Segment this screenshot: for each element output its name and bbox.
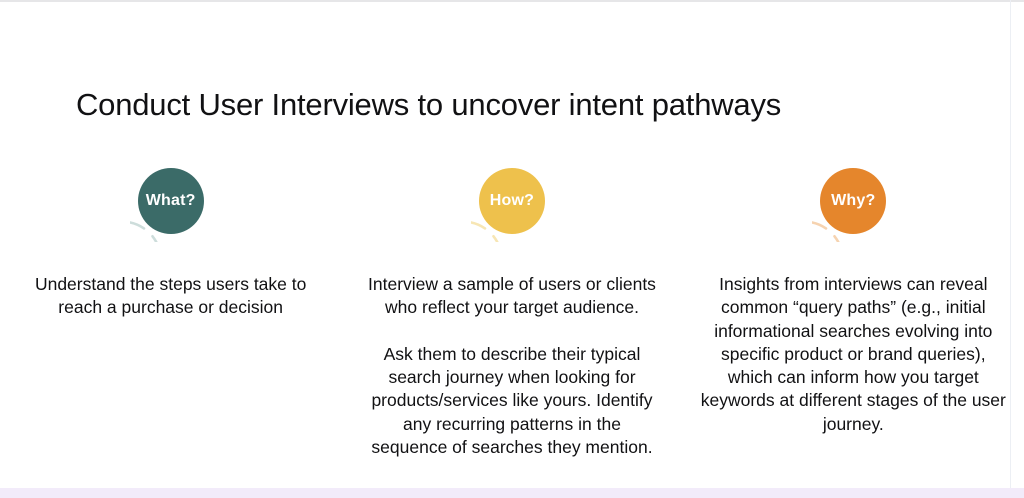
paragraph: Insights from interviews can reveal comm… [700, 274, 1006, 434]
badge-core-how: How? [478, 168, 545, 234]
badge-what: What? [129, 160, 212, 242]
column-what: What? Understand the steps users take to… [0, 160, 341, 320]
badge-how: How? [470, 160, 553, 242]
badge-core-why: Why? [820, 168, 887, 234]
badge-core-what: What? [137, 168, 204, 234]
badge-why: Why? [812, 160, 894, 242]
badge-label-what: What? [145, 192, 196, 209]
column-how: How? Interview a sample of users or clie… [341, 160, 682, 459]
column-body-how: Interview a sample of users or clients w… [365, 273, 658, 459]
slide-top-border [0, 0, 1024, 2]
column-why: Why? Insights from interviews can reveal… [683, 160, 1024, 436]
column-body-why: Insights from interviews can reveal comm… [699, 273, 1008, 436]
badge-label-why: Why? [831, 192, 876, 209]
paragraph: Ask them to describe their typical searc… [371, 343, 653, 457]
slide-right-border [1010, 0, 1011, 498]
slide-bottom-band [0, 488, 1024, 498]
paragraph: Understand the steps users take to reach… [34, 274, 307, 318]
paragraph: Interview a sample of users or clients w… [368, 274, 656, 318]
content-columns: What? Understand the steps users take to… [0, 160, 1024, 459]
column-body-what: Understand the steps users take to reach… [22, 273, 319, 320]
badge-label-how: How? [489, 192, 535, 209]
page-title: Conduct User Interviews to uncover inten… [76, 86, 782, 122]
